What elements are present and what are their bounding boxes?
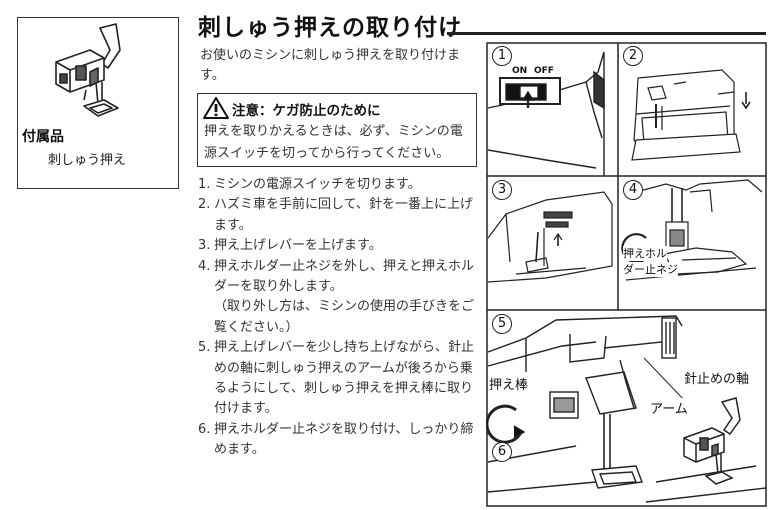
needle-clamp-label: 針止めの軸 <box>684 368 750 387</box>
small-foot-illustration <box>683 397 741 485</box>
intro-text: お使いのミシンに刺しゅう押えを取り付けます。 <box>200 48 461 83</box>
step-item: 5.押え上げレバーを少し持ち上げながら、針止めの軸に刺しゅう押えのアームが後ろか… <box>198 338 482 420</box>
panel-number: 3 <box>492 180 512 200</box>
step-item: 1.ミシンの電源スイッチを切ります。 <box>198 175 482 195</box>
step-number <box>198 297 214 338</box>
step-text: ミシンの電源スイッチを切ります。 <box>214 177 421 192</box>
caution-body: 押えを取りかえるときは、必ず、ミシンの電源スイッチを切ってから行ってください。 <box>204 124 463 161</box>
step-text: 押え上げレバーを少し持ち上げながら、針止めの軸に刺しゅう押えのアームが後ろから乗… <box>214 340 475 417</box>
panel-number: 4 <box>623 180 643 200</box>
step-number: 5. <box>198 340 211 356</box>
steps-list: 1.ミシンの電源スイッチを切ります。 2.ハズミ車を手前に回して、針を一番上に上… <box>198 175 482 461</box>
screw-label-line2: ダー止ネジ <box>623 262 678 277</box>
step-number: 6. <box>198 421 211 437</box>
step-text: 押え上げレバーを上げます。 <box>214 238 382 254</box>
panel-number: 1 <box>492 46 512 66</box>
step-text: ハズミ車を手前に回して、針を一番上に上げます。 <box>214 197 473 233</box>
switch-on-label: ON <box>512 66 528 76</box>
step-number: 3. <box>198 238 211 254</box>
warning-icon <box>203 97 229 119</box>
panel-3-lever <box>487 191 613 283</box>
screw-label-line1: 押えホル <box>623 246 667 261</box>
embroidery-foot-illustration <box>55 23 121 117</box>
step-text: 押えホルダー止ネジを外し、押えと押えホルダーを取り外します。 <box>214 258 475 295</box>
step-item: 2.ハズミ車を手前に回して、針を一番上に上げます。 <box>198 195 482 236</box>
title-rule <box>447 32 766 35</box>
step-item: 6.押えホルダー止ネジを取り付け、しっかり締めます。 <box>198 420 482 461</box>
panel-2-machine <box>631 69 751 161</box>
caution-title: 注意：ケガ防止のために <box>232 103 381 119</box>
accessory-heading: 付属品 <box>22 129 64 145</box>
step-text: 押えホルダー止ネジを取り付け、しっかり締めます。 <box>214 421 474 458</box>
panel-number: 2 <box>623 46 643 66</box>
step-item: 3.押え上げレバーを上げます。 <box>198 236 482 256</box>
panel-number: 6 <box>492 442 512 462</box>
panel-5-installation <box>486 315 767 503</box>
step-text: （取り外し方は、ミシンの使用の手びきをご覧ください。） <box>214 299 475 335</box>
step-item: 4.押えホルダー止ネジを外し、押えと押えホルダーを取り外します。 <box>198 257 482 298</box>
step-note: （取り外し方は、ミシンの使用の手びきをご覧ください。） <box>198 297 482 338</box>
accessory-box: 付属品 刺しゅう押え <box>17 17 179 189</box>
panel-number: 5 <box>492 314 512 334</box>
arm-label: アーム <box>650 398 688 417</box>
switch-off-label: OFF <box>534 66 554 76</box>
presser-bar-label: 押え棒 <box>489 374 529 393</box>
caution-box: 注意：ケガ防止のために 押えを取りかえるときは、必ず、ミシンの電源スイッチを切っ… <box>197 93 477 167</box>
step-number: 4. <box>198 258 211 274</box>
step-number: 1. <box>198 177 211 192</box>
panel-1-switch <box>487 51 605 176</box>
step-number: 2. <box>198 197 211 213</box>
accessory-item: 刺しゅう押え <box>48 153 127 168</box>
figure-frame <box>486 42 767 507</box>
page-title: 刺しゅう押えの取り付け <box>198 15 462 41</box>
